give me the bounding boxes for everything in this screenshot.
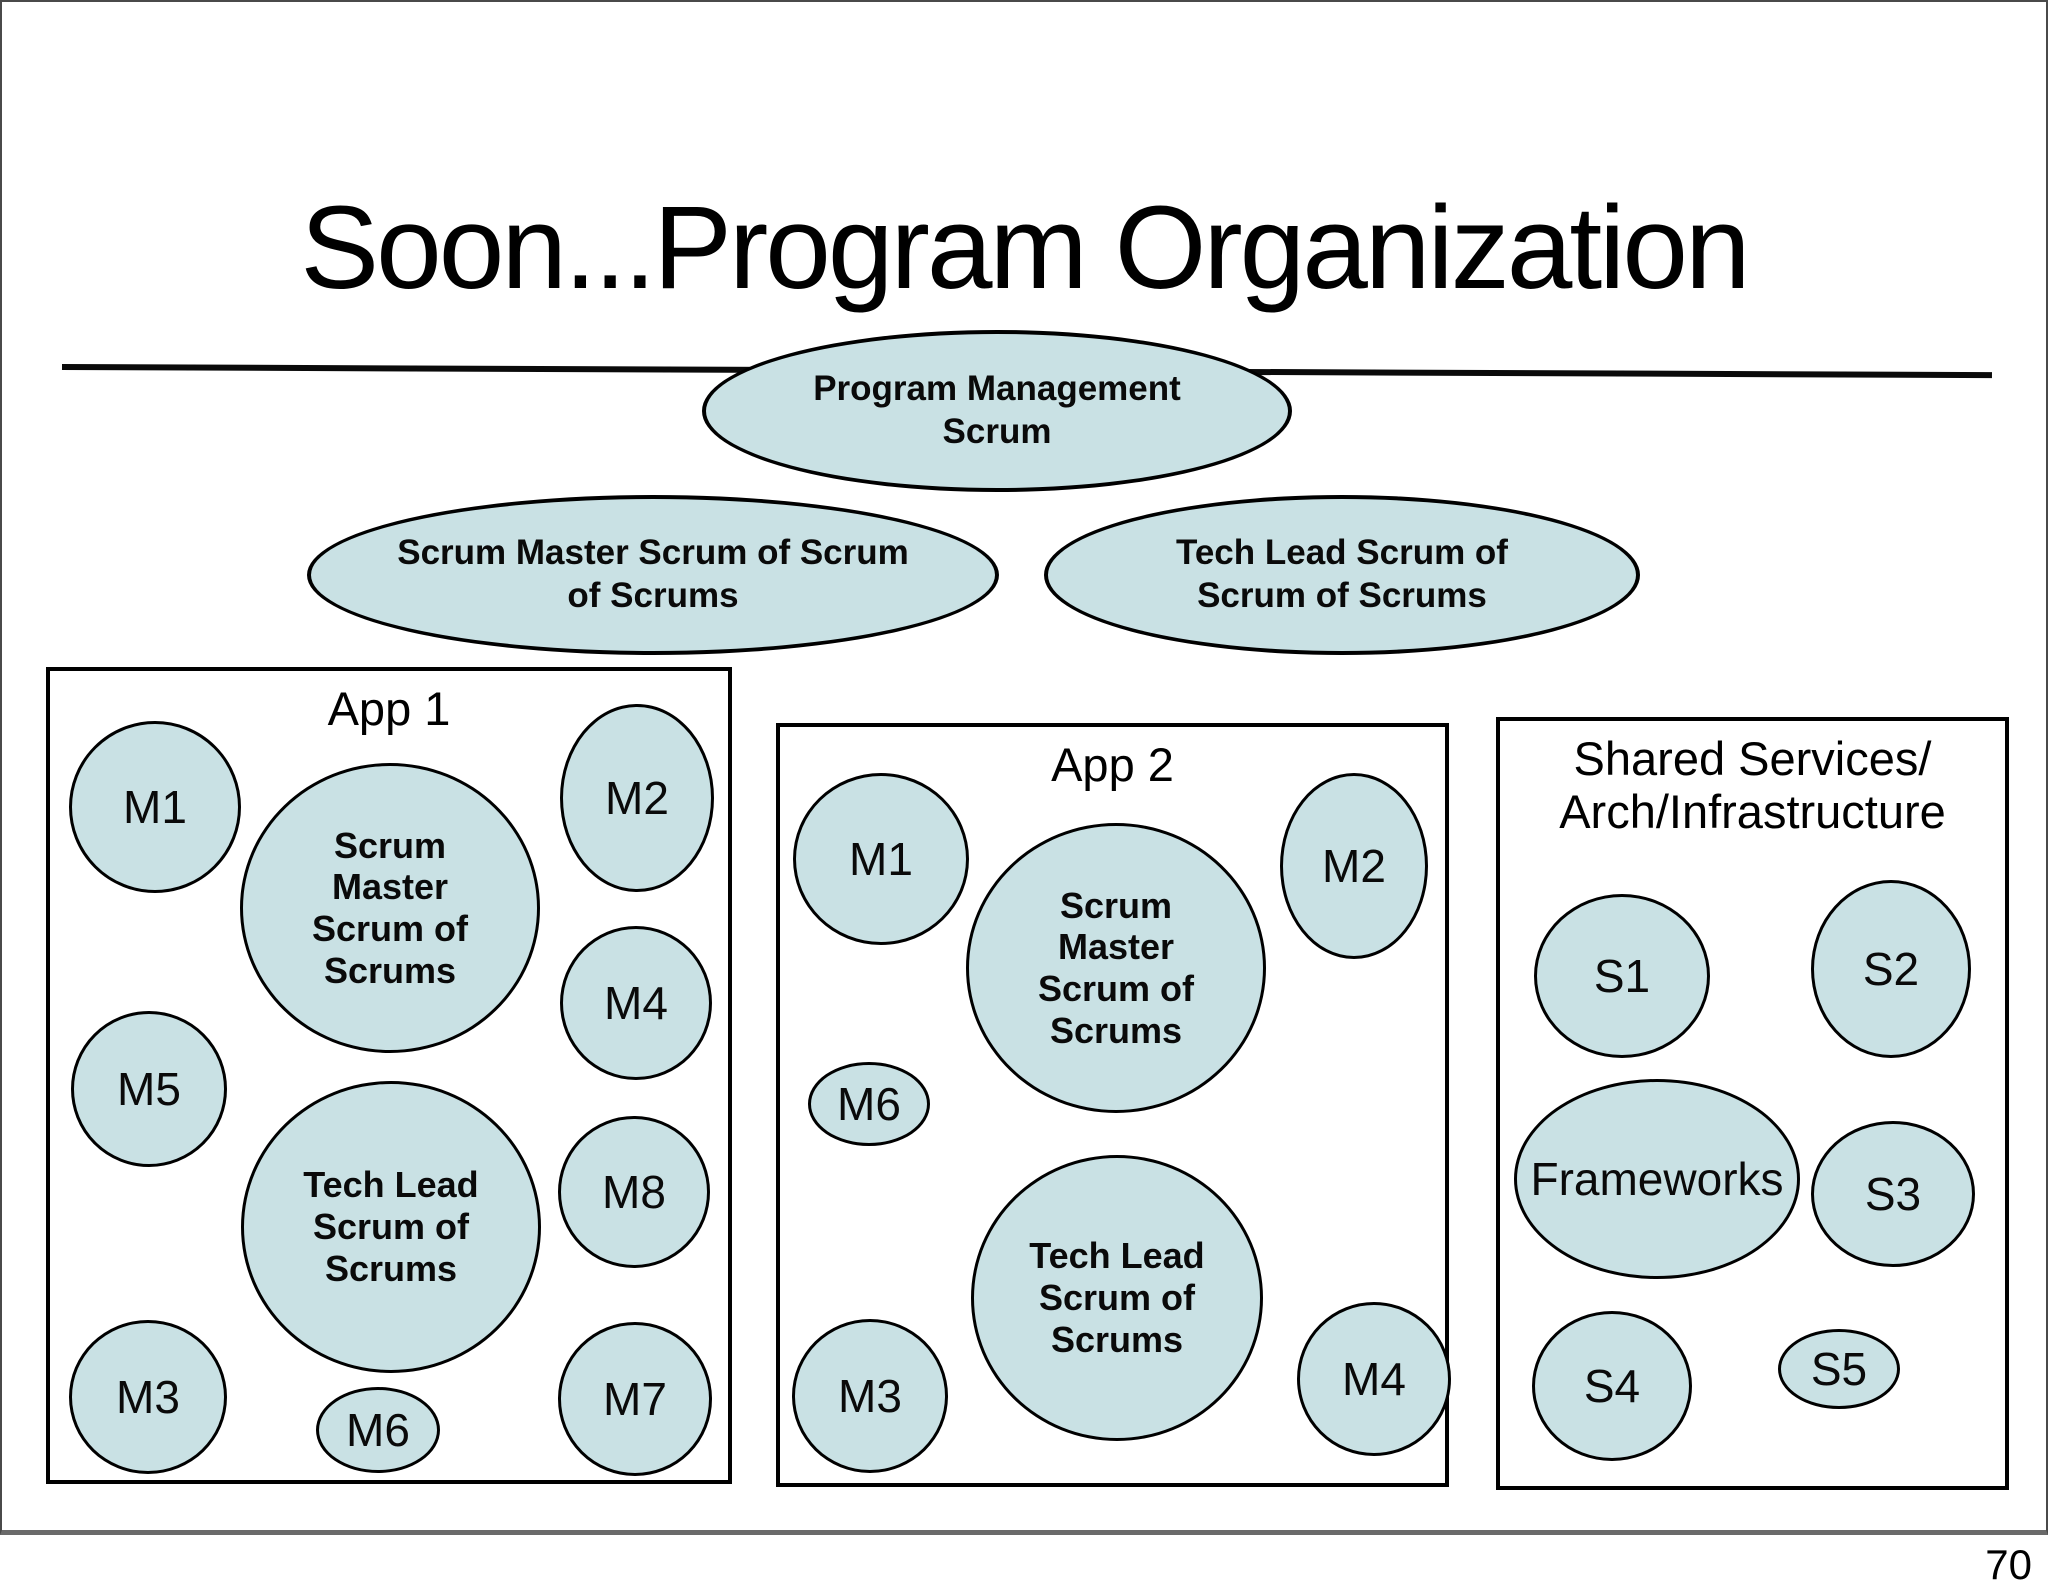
program-management-scrum-ellipse: Program Management Scrum (702, 330, 1292, 492)
app1-scrum-master-scrum-of-scrums-label: Scrum Master Scrum of Scrums (311, 824, 469, 991)
app1-m2-ellipse: M2 (560, 704, 714, 892)
shared-services-box-title: Shared Services/ Arch/Infrastructure (1559, 732, 1946, 838)
shared-s1-label: S1 (1593, 949, 1651, 1002)
app1-m7-label: M7 (603, 1372, 667, 1425)
app2-m1-ellipse: M1 (793, 773, 969, 945)
shared-s5-ellipse: S5 (1778, 1329, 1900, 1409)
shared-s3-label: S3 (1864, 1167, 1922, 1220)
app2-scrum-master-scrum-of-scrums-ellipse: Scrum Master Scrum of Scrums (966, 823, 1266, 1113)
app1-m5-label: M5 (117, 1062, 181, 1115)
page-number: 70 (1985, 1541, 2032, 1588)
app1-m7-ellipse: M7 (558, 1322, 712, 1476)
app1-m4-label: M4 (604, 976, 668, 1029)
app1-m1-ellipse: M1 (69, 721, 241, 893)
app2-m2-ellipse: M2 (1280, 773, 1428, 959)
shared-s2-ellipse: S2 (1811, 880, 1971, 1058)
app2-m4-label: M4 (1342, 1352, 1406, 1405)
app2-tech-lead-scrum-of-scrums-label: Tech Lead Scrum of Scrums (1029, 1235, 1205, 1360)
app2-m4-ellipse: M4 (1297, 1302, 1451, 1456)
scrum-master-scrum-of-scrum-of-scrums-label: Scrum Master Scrum of Scrum of Scrums (397, 533, 909, 615)
app1-tech-lead-scrum-of-scrums-ellipse: Tech Lead Scrum of Scrums (241, 1081, 541, 1373)
shared-s4-ellipse: S4 (1532, 1311, 1692, 1461)
app2-m3-label: M3 (838, 1369, 902, 1422)
slide-footer: 70 (0, 1537, 2048, 1593)
app1-m3-label: M3 (116, 1370, 180, 1423)
app1-m4-ellipse: M4 (560, 926, 712, 1080)
app2-box-title: App 2 (1051, 738, 1174, 791)
shared-s3-ellipse: S3 (1811, 1121, 1975, 1267)
app1-m1-label: M1 (123, 780, 187, 833)
app2-m1-label: M1 (849, 832, 913, 885)
app2-m3-ellipse: M3 (792, 1319, 948, 1473)
app2-m6-label: M6 (837, 1077, 901, 1130)
app1-tech-lead-scrum-of-scrums-label: Tech Lead Scrum of Scrums (303, 1164, 479, 1289)
slide: Soon...Program Organization Program Mana… (0, 0, 2048, 1535)
app2-m6-ellipse: M6 (808, 1062, 930, 1146)
app2-scrum-master-scrum-of-scrums-label: Scrum Master Scrum of Scrums (1037, 884, 1195, 1051)
app1-m8-ellipse: M8 (558, 1116, 710, 1268)
app2-m2-label: M2 (1322, 839, 1386, 892)
app1-box-title: App 1 (327, 682, 451, 735)
shared-frameworks-ellipse: Frameworks (1514, 1079, 1800, 1279)
app1-scrum-master-scrum-of-scrums-ellipse: Scrum Master Scrum of Scrums (240, 763, 540, 1053)
app1-m6-label: M6 (346, 1403, 410, 1456)
tech-lead-scrum-of-scrum-of-scrums-label: Tech Lead Scrum of Scrum of Scrums (1176, 533, 1508, 615)
shared-s4-label: S4 (1583, 1359, 1641, 1412)
app1-m2-label: M2 (605, 771, 669, 824)
program-management-scrum-label: Program Management Scrum (813, 369, 1181, 451)
shared-s5-label: S5 (1810, 1342, 1868, 1395)
app1-m3-ellipse: M3 (69, 1320, 227, 1474)
shared-s2-label: S2 (1862, 942, 1920, 995)
app1-m6-ellipse: M6 (316, 1387, 440, 1473)
shared-s1-ellipse: S1 (1534, 894, 1710, 1058)
tech-lead-scrum-of-scrum-of-scrums-ellipse: Tech Lead Scrum of Scrum of Scrums (1044, 495, 1640, 655)
slide-title: Soon...Program Organization (300, 182, 1750, 314)
app1-m5-ellipse: M5 (71, 1011, 227, 1167)
app2-tech-lead-scrum-of-scrums-ellipse: Tech Lead Scrum of Scrums (971, 1155, 1263, 1441)
app1-m8-label: M8 (602, 1165, 666, 1218)
scrum-master-scrum-of-scrum-of-scrums-ellipse: Scrum Master Scrum of Scrum of Scrums (307, 495, 999, 655)
shared-frameworks-label: Frameworks (1530, 1152, 1784, 1205)
